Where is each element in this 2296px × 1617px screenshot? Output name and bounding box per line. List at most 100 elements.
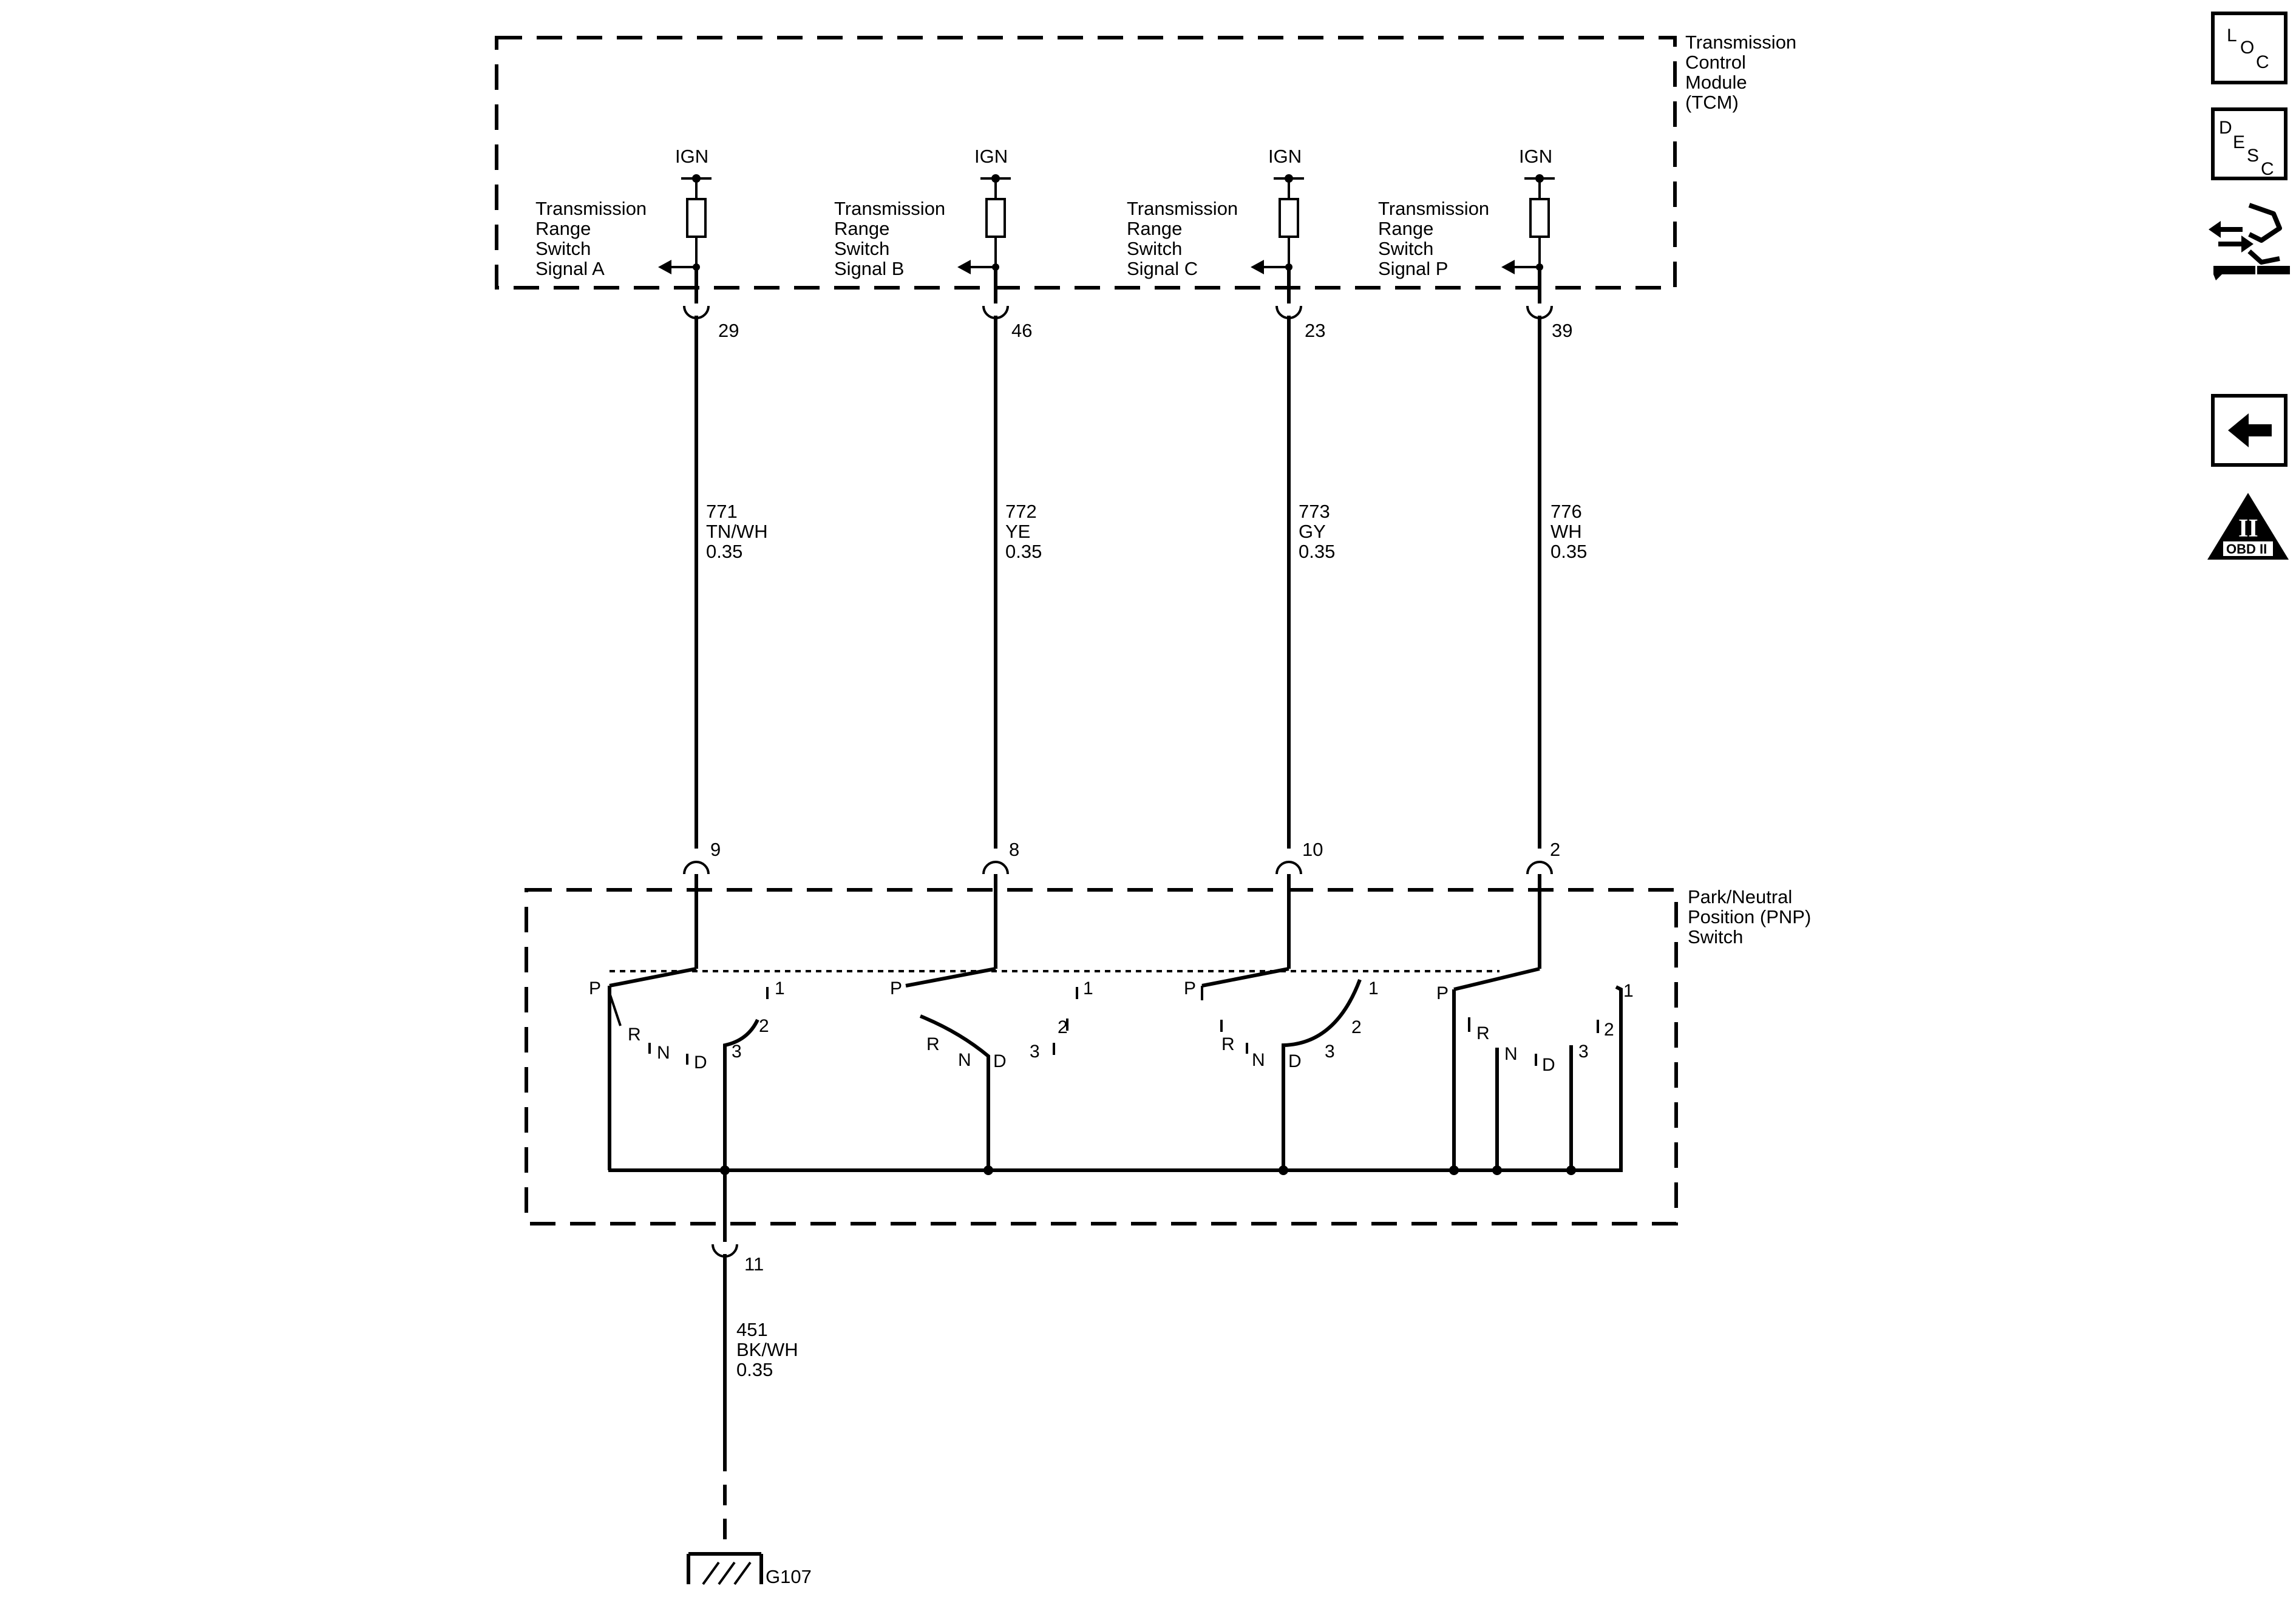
svg-text:S: S <box>2247 146 2259 166</box>
splice-dot <box>983 1165 993 1175</box>
svg-text:BK/WH: BK/WH <box>736 1339 798 1360</box>
svg-text:Transmission: Transmission <box>1378 198 1489 219</box>
svg-text:Switch: Switch <box>535 238 591 259</box>
channel-signal-p: IGN Transmission Range Switch Signal P 3… <box>1378 146 1587 892</box>
svg-text:451: 451 <box>736 1319 768 1340</box>
pullup-resistor <box>1279 198 1299 238</box>
svg-text:3: 3 <box>1578 1042 1589 1062</box>
svg-text:C: C <box>2261 159 2274 179</box>
svg-text:3: 3 <box>732 1042 742 1062</box>
svg-text:L: L <box>2227 25 2237 46</box>
svg-text:E: E <box>2233 132 2245 152</box>
svg-text:772: 772 <box>1005 501 1037 522</box>
pnp-pin: 2 <box>1550 839 1560 860</box>
svg-text:2: 2 <box>1058 1017 1068 1037</box>
svg-text:0.35: 0.35 <box>1299 541 1335 562</box>
svg-text:D: D <box>1288 1051 1302 1071</box>
svg-text:3: 3 <box>1030 1042 1040 1062</box>
pullup-resistor <box>1529 198 1550 238</box>
svg-text:776: 776 <box>1550 501 1582 522</box>
switch-signal-a: P R N D 3 2 1 <box>589 892 785 1170</box>
svg-text:1: 1 <box>775 978 785 998</box>
svg-text:Transmission: Transmission <box>1685 32 1796 53</box>
svg-text:3: 3 <box>1325 1042 1335 1062</box>
svg-text:R: R <box>1476 1023 1490 1043</box>
svg-text:N: N <box>1252 1050 1265 1070</box>
svg-text:Switch: Switch <box>1378 238 1433 259</box>
channel-signal-b: IGN Transmission Range Switch Signal B 4… <box>834 146 1042 892</box>
svg-text:2: 2 <box>1604 1020 1614 1040</box>
signal-arrow <box>1251 260 1264 274</box>
svg-text:(TCM): (TCM) <box>1685 92 1739 113</box>
svg-text:1: 1 <box>1368 978 1379 998</box>
svg-text:P: P <box>1184 978 1196 998</box>
svg-text:Position (PNP): Position (PNP) <box>1688 906 1811 927</box>
svg-text:Signal B: Signal B <box>834 258 904 279</box>
svg-text:TN/WH: TN/WH <box>706 521 768 542</box>
switch-signal-p: P R N D 3 2 1 <box>1436 892 1634 1170</box>
ign-label: IGN <box>1519 146 1552 167</box>
obd-ii-icon[interactable]: II OBD II <box>2207 493 2289 560</box>
svg-text:D: D <box>2219 118 2232 138</box>
splice-dot <box>1566 1165 1576 1175</box>
loc-button[interactable]: L O C <box>2211 12 2288 84</box>
ign-label: IGN <box>974 146 1008 167</box>
splice-dot <box>1492 1165 1502 1175</box>
svg-text:Signal P: Signal P <box>1378 258 1448 279</box>
svg-text:771: 771 <box>706 501 738 522</box>
ign-label: IGN <box>675 146 708 167</box>
connector-female <box>1275 861 1302 875</box>
connector-end-view-icon[interactable] <box>2209 203 2290 280</box>
connector-female <box>982 861 1009 875</box>
pnp-pin: 10 <box>1302 839 1323 860</box>
svg-text:Control: Control <box>1685 52 1746 73</box>
svg-text:773: 773 <box>1299 501 1330 522</box>
channel-signal-c: IGN Transmission Range Switch Signal C 2… <box>1127 146 1335 892</box>
svg-text:N: N <box>1504 1044 1518 1064</box>
svg-text:Module: Module <box>1685 72 1747 93</box>
svg-text:Range: Range <box>834 218 889 239</box>
splice-dot <box>1449 1165 1459 1175</box>
pullup-resistor <box>686 198 707 238</box>
svg-text:P: P <box>890 978 902 998</box>
svg-text:D: D <box>694 1053 707 1073</box>
signal-arrow <box>658 260 671 274</box>
back-arrow-button[interactable] <box>2211 394 2288 467</box>
tcm-pin: 23 <box>1305 320 1325 341</box>
svg-text:Signal A: Signal A <box>535 258 605 279</box>
svg-text:Transmission: Transmission <box>535 198 647 219</box>
svg-text:0.35: 0.35 <box>736 1359 773 1380</box>
svg-text:O: O <box>2240 38 2254 58</box>
svg-text:II: II <box>2238 515 2258 543</box>
svg-text:Switch: Switch <box>834 238 889 259</box>
svg-text:0.35: 0.35 <box>1550 541 1587 562</box>
signal-arrow <box>1501 260 1515 274</box>
svg-text:Transmission: Transmission <box>1127 198 1238 219</box>
desc-button[interactable]: D E S C <box>2211 107 2288 180</box>
pullup-resistor <box>985 198 1006 238</box>
svg-text:2: 2 <box>759 1016 769 1036</box>
svg-text:C: C <box>2256 52 2269 72</box>
splice-dot <box>1279 1165 1288 1175</box>
svg-text:D: D <box>993 1051 1007 1071</box>
svg-text:OBD II: OBD II <box>2226 541 2267 557</box>
svg-text:0.35: 0.35 <box>1005 541 1042 562</box>
svg-text:1: 1 <box>1083 978 1093 998</box>
svg-text:D: D <box>1542 1055 1555 1075</box>
signal-arrow <box>957 260 971 274</box>
channel-signal-a: IGN Transmission Range Switch Signal A 2… <box>535 146 768 892</box>
svg-text:P: P <box>589 978 601 998</box>
svg-text:N: N <box>657 1043 670 1063</box>
svg-text:Range: Range <box>535 218 591 239</box>
svg-text:11: 11 <box>744 1253 764 1275</box>
switch-signal-b: P R N D 3 2 1 <box>890 892 1093 1170</box>
svg-text:Switch: Switch <box>1127 238 1182 259</box>
svg-text:Signal C: Signal C <box>1127 258 1198 279</box>
tcm-pin: 46 <box>1011 320 1032 341</box>
tcm-pin: 29 <box>718 320 739 341</box>
pnp-enclosure <box>525 888 1678 1225</box>
connector-female <box>683 861 710 875</box>
svg-text:WH: WH <box>1550 521 1582 542</box>
svg-text:Range: Range <box>1127 218 1182 239</box>
